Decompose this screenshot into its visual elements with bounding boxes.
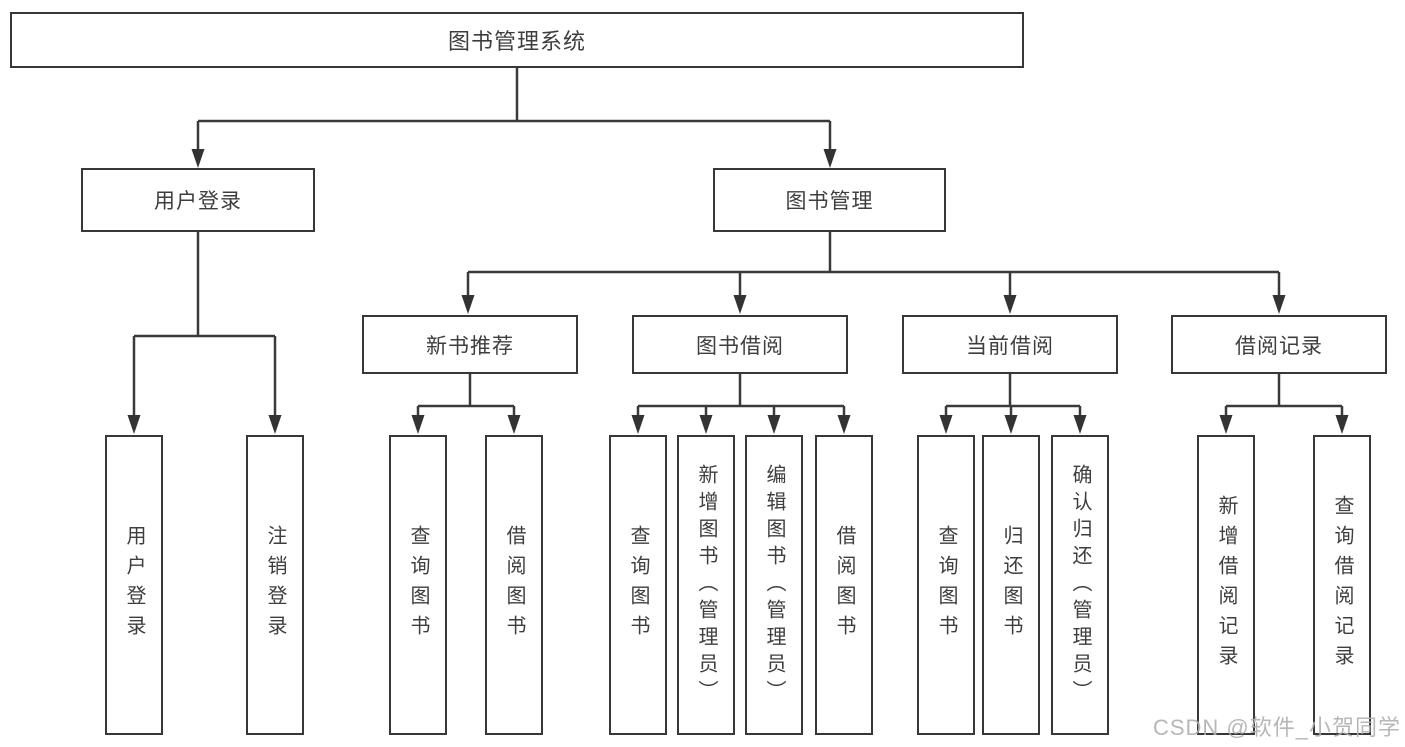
node-label: 查询图书 (627, 525, 649, 645)
node-leaf-add-borrow-record: 新增借阅记录 (1197, 435, 1255, 735)
node-label: 归还图书 (1000, 525, 1022, 645)
arrow-down-icon (767, 415, 781, 434)
node-leaf-borrow-books-1: 借阅图书 (485, 435, 543, 735)
node-label: 图书管理 (785, 190, 874, 213)
node-book-management: 图书管理 (713, 168, 946, 232)
node-label: 借阅图书 (503, 525, 525, 645)
csdn-watermark: CSDN @软件_小贺同学 (1152, 715, 1401, 740)
node-leaf-user-login: 用户登录 (105, 435, 163, 735)
arrow-down-icon (823, 149, 837, 168)
arrow-down-icon (733, 295, 747, 314)
node-label: 用户登录 (123, 525, 145, 645)
node-current-borrowing: 当前借阅 (902, 315, 1118, 374)
node-label: 新增借阅记录 (1215, 495, 1237, 675)
arrow-down-icon (268, 415, 282, 434)
arrow-down-icon (939, 415, 953, 434)
node-label: 查询借阅记录 (1331, 495, 1353, 675)
node-label: 图书管理系统 (447, 29, 586, 54)
arrow-down-icon (1219, 415, 1233, 434)
node-label: 注销登录 (264, 525, 286, 645)
connector-paths (132, 68, 1344, 416)
node-label: 编辑图书（管理员） (763, 463, 785, 707)
arrow-down-icon (1335, 415, 1349, 434)
node-label: 借阅图书 (833, 525, 855, 645)
node-label: 查询图书 (407, 525, 429, 645)
arrow-down-icon (127, 415, 141, 434)
arrow-down-icon (1004, 415, 1018, 434)
arrow-down-icon (1003, 295, 1017, 314)
node-leaf-query-borrow-record: 查询借阅记录 (1313, 435, 1371, 735)
node-label: 新增图书（管理员） (695, 463, 717, 707)
node-label: 当前借阅 (966, 334, 1054, 358)
node-leaf-return-book: 归还图书 (982, 435, 1040, 735)
node-label: 图书借阅 (696, 334, 784, 358)
node-root-library-system: 图书管理系统 (10, 12, 1024, 68)
node-label: 借阅记录 (1235, 334, 1323, 358)
node-label: 新书推荐 (426, 334, 514, 358)
node-leaf-logout: 注销登录 (246, 435, 304, 735)
arrowheads (127, 149, 1349, 434)
node-new-book-recommend: 新书推荐 (362, 315, 578, 374)
node-user-login: 用户登录 (81, 168, 315, 232)
node-leaf-edit-book-admin: 编辑图书（管理员） (745, 435, 803, 735)
node-leaf-query-books-2: 查询图书 (609, 435, 667, 735)
node-leaf-confirm-return-admin: 确认归还（管理员） (1051, 435, 1109, 735)
arrow-down-icon (1272, 295, 1286, 314)
arrow-down-icon (507, 415, 521, 434)
node-borrowing-records: 借阅记录 (1171, 315, 1387, 374)
node-leaf-borrow-books-2: 借阅图书 (815, 435, 873, 735)
node-book-borrowing: 图书借阅 (632, 315, 848, 374)
arrow-down-icon (631, 415, 645, 434)
node-label: 用户登录 (154, 190, 242, 213)
arrow-down-icon (461, 295, 475, 314)
node-leaf-add-book-admin: 新增图书（管理员） (677, 435, 735, 735)
arrow-down-icon (1073, 415, 1087, 434)
arrow-down-icon (699, 415, 713, 434)
arrow-down-icon (191, 149, 205, 168)
node-label: 确认归还（管理员） (1069, 463, 1091, 707)
node-label: 查询图书 (935, 525, 957, 645)
arrow-down-icon (411, 415, 425, 434)
arrow-down-icon (837, 415, 851, 434)
node-leaf-query-books-3: 查询图书 (917, 435, 975, 735)
node-leaf-query-books-1: 查询图书 (389, 435, 447, 735)
